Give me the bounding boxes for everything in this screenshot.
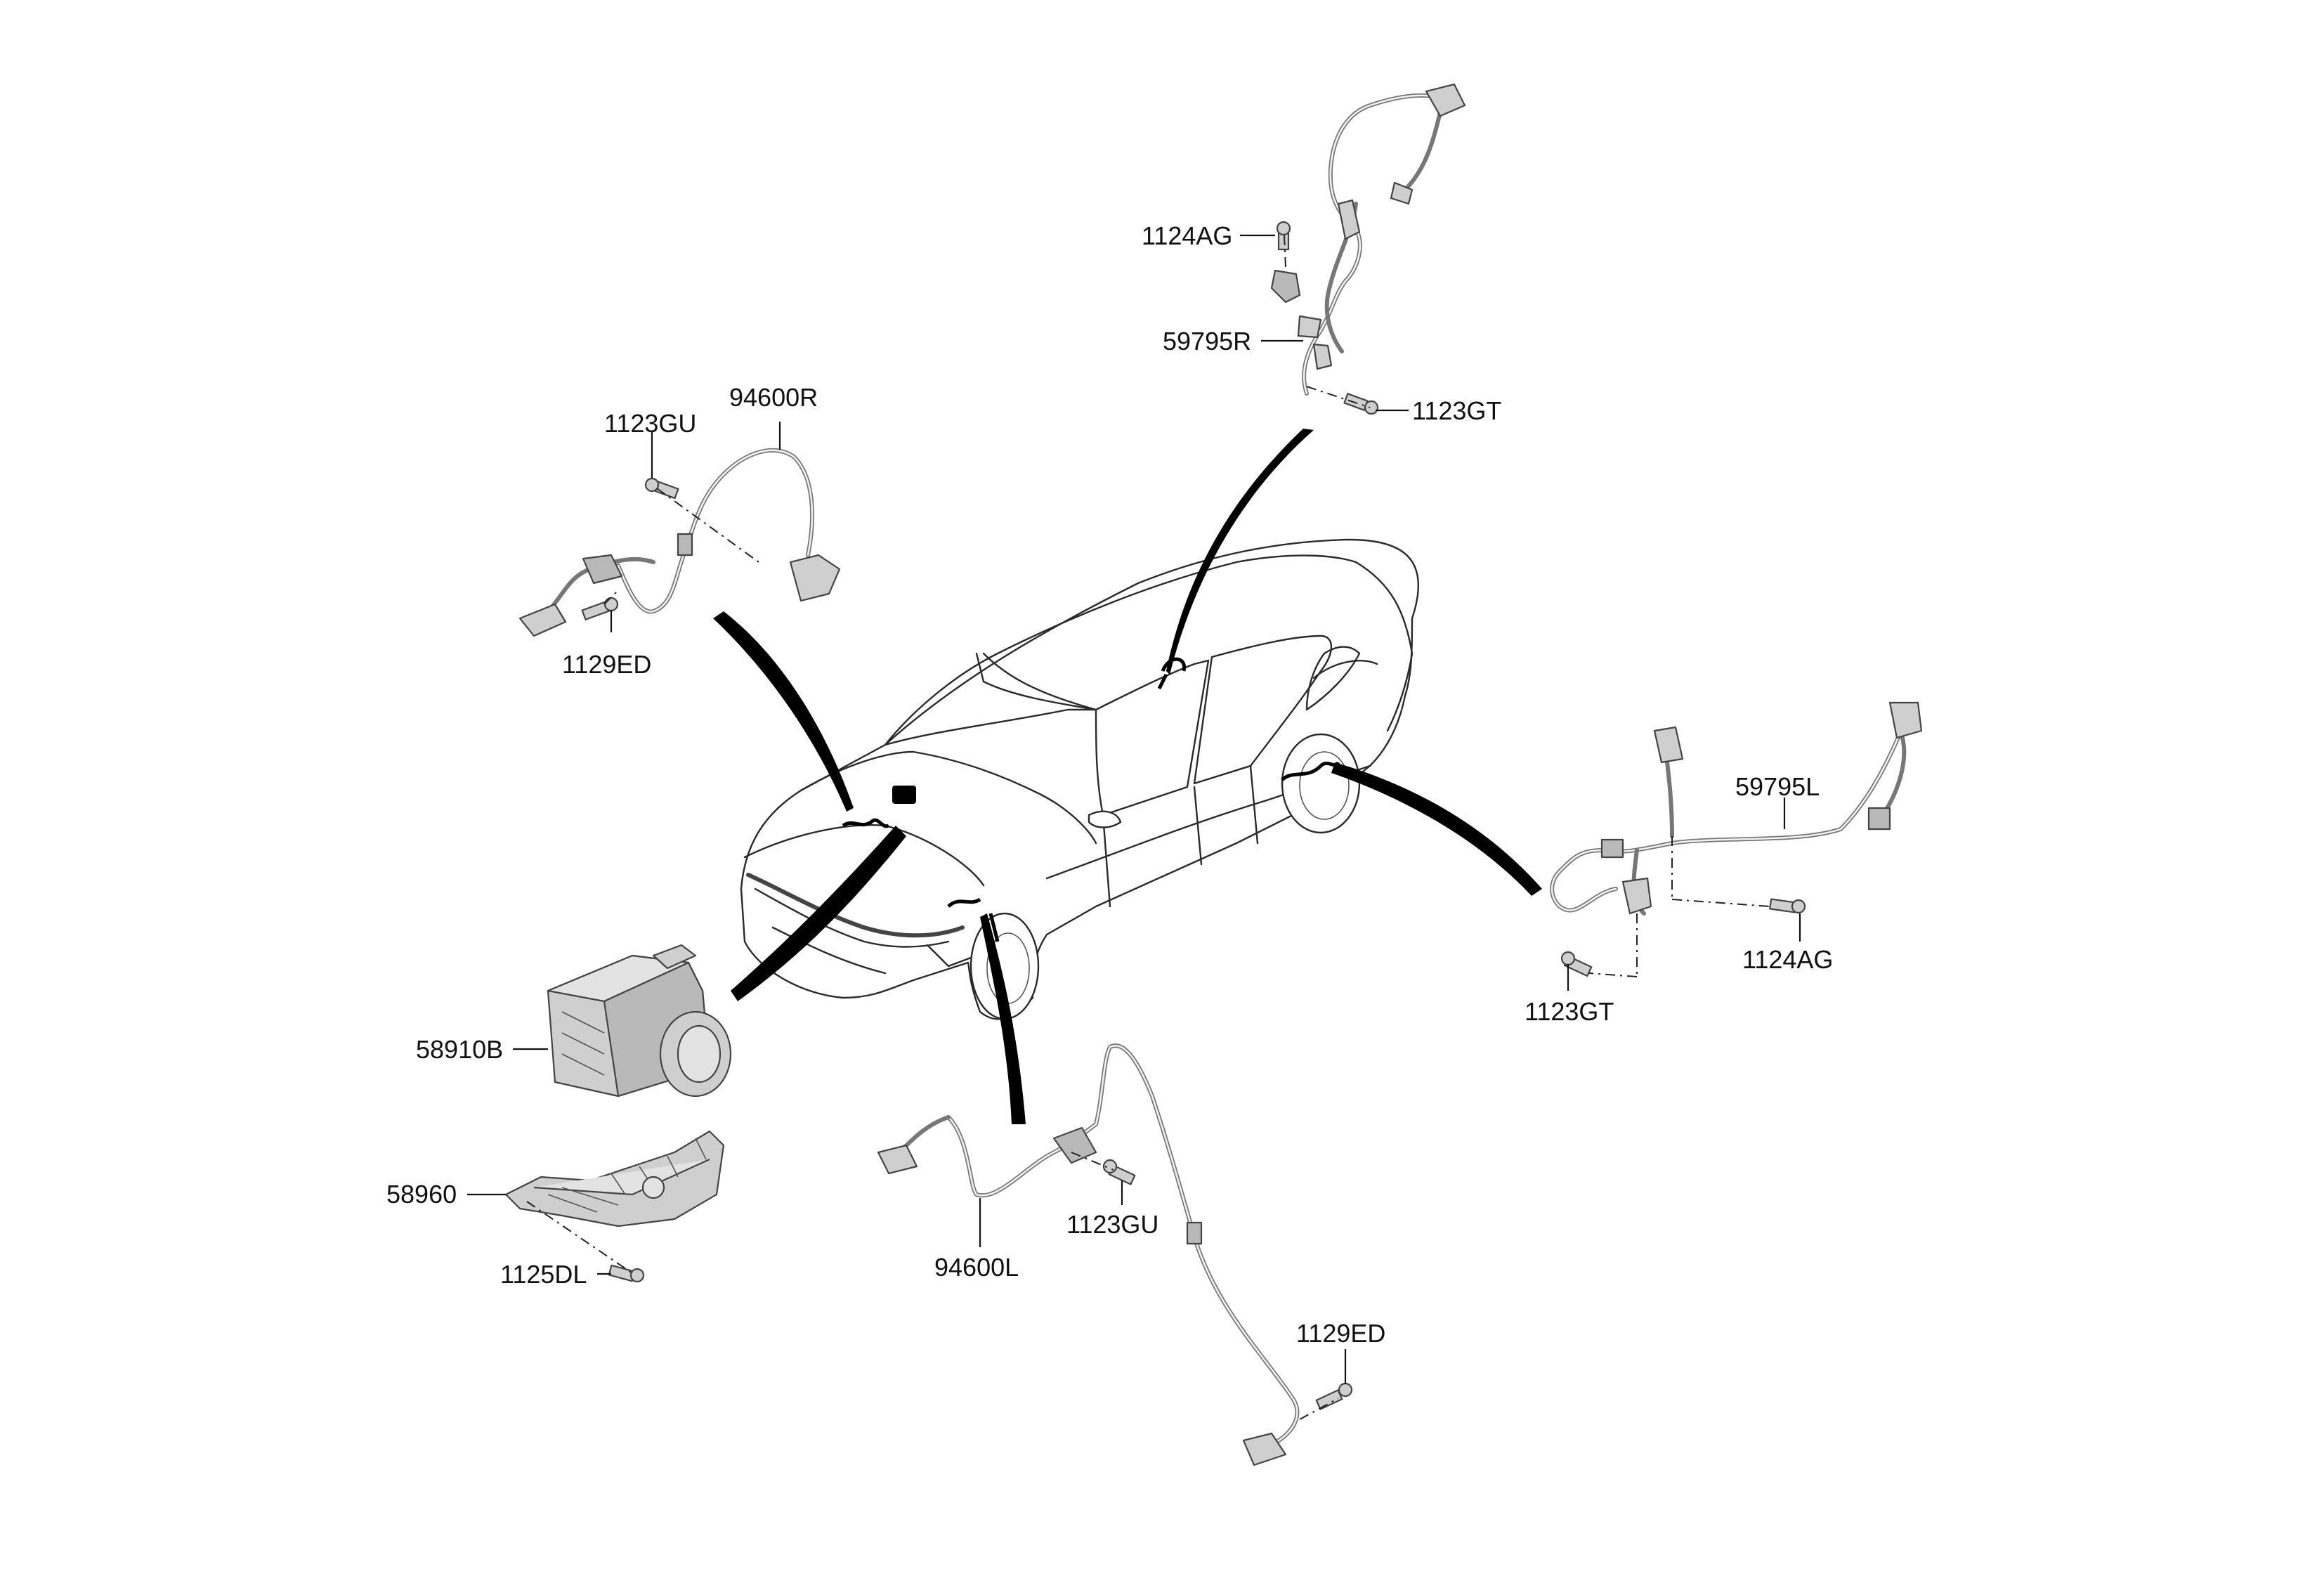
label-94600L: 94600L [934,1253,1019,1282]
label-1124AG-top: 1124AG [1142,221,1232,250]
label-1124AG-right: 1124AG [1742,945,1833,974]
label-59795L: 59795L [1735,772,1820,801]
label-1129ED-bottom: 1129ED [1296,1319,1385,1348]
label-1123GU-bottom: 1123GU [1066,1210,1158,1239]
label-1123GT-top: 1123GT [1412,396,1501,425]
part-59795L-harness [1550,701,1923,916]
label-58910B: 58910B [416,1035,503,1064]
part-1129ED-left-bolt [581,597,619,620]
car-illustration [740,538,1420,1020]
label-1123GU-left: 1123GU [604,409,696,438]
part-58960-bracket [504,1130,725,1228]
callout-wedge-front-left [980,913,1026,1124]
label-1123GT-right: 1123GT [1525,997,1614,1026]
label-58960: 58960 [386,1180,457,1209]
label-1129ED-left: 1129ED [562,650,651,679]
part-94600R-sensor [518,448,841,637]
callout-wedge-rear-left [1331,762,1542,896]
part-1123GU-bottom-bolt [1102,1159,1136,1185]
leader-lines [467,234,1801,1420]
callout-wedges [713,429,1542,1124]
part-94600L-sensor [877,1043,1300,1466]
callout-wedge-abs [731,826,906,1001]
part-labels: 1124AG 59795R 1123GT 94600R 1123GU 1129E… [386,221,1833,1348]
label-1125DL: 1125DL [500,1260,587,1289]
part-1125DL-bolt [608,1264,645,1283]
part-1123GU-left-bolt [644,477,679,500]
callout-wedge-front-right [713,611,854,812]
label-94600R: 94600R [729,383,818,412]
part-1124AG-top-bolt [1276,221,1291,251]
label-59795R: 59795R [1163,327,1251,356]
part-1124AG-right-bolt [1769,898,1806,914]
part-1129ED-bottom-bolt [1315,1382,1353,1410]
part-1123GT-right-bolt [1560,951,1593,977]
part-1123GT-top-bolt [1343,393,1379,415]
part-58910B-abs-module [547,944,732,1098]
part-59795R-harness [1270,83,1466,396]
